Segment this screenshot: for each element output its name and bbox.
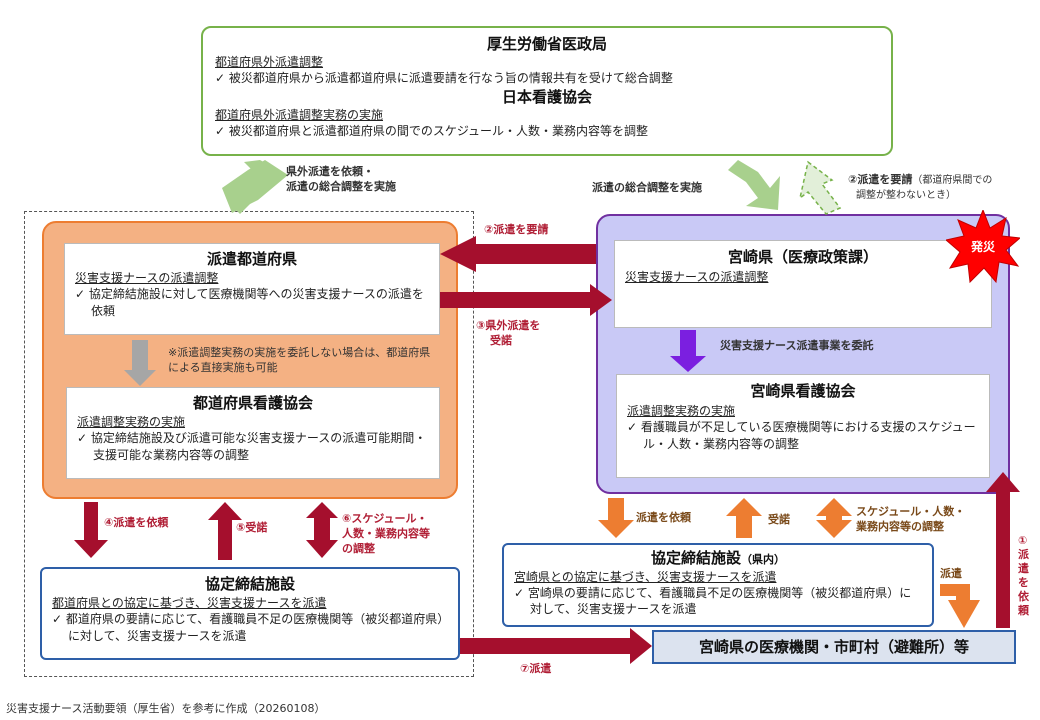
label-req1-f: 頼 bbox=[1018, 604, 1029, 617]
label-m-dispatch: 派遣 bbox=[940, 567, 962, 580]
miyazaki-nurse-box: 宮崎県看護協会 派遣調整実務の実施 看護職員が不足している医療機関等における支援… bbox=[616, 374, 990, 478]
label-m-sched-1: スケジュール・人数・ bbox=[856, 505, 966, 518]
arrow-m-request bbox=[598, 498, 634, 538]
arrow-commission bbox=[670, 330, 706, 372]
burst-label: 発災 bbox=[970, 240, 995, 254]
arrow-gray-down bbox=[124, 340, 156, 386]
arrow-dispatch-7 bbox=[460, 628, 652, 664]
label-request-left: ②派遣を要請 bbox=[484, 223, 549, 236]
facility-left-item: 都道府県の要請に応じて、看護職員不足の医療機関等（被災都道府県）に対して、災害支… bbox=[52, 611, 448, 645]
footer-source: 災害支援ナース活動要領（厚生省）を参考に作成（20260108） bbox=[6, 702, 326, 715]
pref-nurse-item: 協定締結施設及び派遣可能な災害支援ナースの派遣可能期間・支援可能な業務内容等の調… bbox=[77, 430, 429, 464]
label-req1-c: 遣 bbox=[1018, 562, 1029, 575]
delegation-note: ※派遣調整実務の実施を委託しない場合は、都道府県による直接実施も可能 bbox=[168, 346, 431, 374]
pref-nurse-title: 都道府県看護協会 bbox=[192, 394, 313, 412]
label-accept-3a: ③県外派遣を bbox=[476, 319, 541, 332]
miyazaki-nurse-item: 看護職員が不足している医療機関等における支援のスケジュール・人数・業務内容等の調… bbox=[627, 419, 979, 453]
arrow-request-mhlw bbox=[798, 160, 842, 215]
arrow-m-dispatch bbox=[940, 584, 980, 628]
label-m-sched-2: 業務内容等の調整 bbox=[856, 520, 944, 533]
arrow-accept-5 bbox=[208, 502, 242, 560]
label-sched6-a: ⑥スケジュール・ bbox=[342, 512, 428, 525]
jna-section: 都道府県外派遣調整実務の実施 bbox=[215, 108, 384, 122]
label-req1-b: 派 bbox=[1018, 548, 1029, 561]
label-m-request: 派遣を依頼 bbox=[636, 511, 691, 524]
jna-item: 被災都道府県と派遣都道府県の間でのスケジュール・人数・業務内容等を調整 bbox=[215, 123, 879, 140]
mhlw-jna-box: 厚生労働省医政局 都道府県外派遣調整 被災都道府県から派遣都道府県に派遣要請を行… bbox=[201, 26, 893, 156]
label-accept-3: ③県外派遣を 受諾 bbox=[476, 318, 540, 348]
label-schedule-6: ⑥スケジュール・ 人数・業務内容等 の調整 bbox=[342, 511, 430, 556]
facility-left-title: 協定締結施設 bbox=[204, 575, 295, 593]
arrow-schedule-6 bbox=[306, 502, 338, 558]
label-commission: 災害支援ナース派遣事業を委託 bbox=[720, 339, 874, 352]
arrow-request-1 bbox=[986, 472, 1020, 628]
dispatch-pref-box: 派遣都道府県 災害支援ナースの派遣調整 協定締結施設に対して医療機関等への災害支… bbox=[64, 243, 440, 335]
label-accept-5: ⑤受諾 bbox=[236, 521, 268, 534]
arrow-coordinate bbox=[728, 160, 780, 210]
mhlw-title: 厚生労働省医政局 bbox=[486, 35, 607, 53]
dispatch-pref-section: 災害支援ナースの派遣調整 bbox=[75, 271, 219, 285]
facility-right-suffix: （県内） bbox=[741, 553, 785, 566]
mhlw-section: 都道府県外派遣調整 bbox=[215, 55, 324, 69]
label-req1-a: ① bbox=[1018, 534, 1028, 547]
burst-shape bbox=[946, 210, 1020, 284]
arrow-m-accept bbox=[726, 498, 762, 538]
destination-label: 宮崎県の医療機関・市町村（避難所）等 bbox=[698, 638, 969, 656]
miyazaki-section: 災害支援ナースの派遣調整 bbox=[625, 270, 769, 284]
label-outside-request-1: 県外派遣を依頼・ bbox=[286, 165, 374, 178]
label-req2-note2: 調整が整わないとき） bbox=[856, 190, 956, 201]
label-sched6-c: の調整 bbox=[342, 542, 375, 555]
label-req1-d: を bbox=[1018, 576, 1029, 589]
miyazaki-nurse-title: 宮崎県看護協会 bbox=[750, 382, 856, 400]
arrow-request-left bbox=[440, 236, 596, 272]
label-dispatch-7: ⑦派遣 bbox=[520, 662, 552, 675]
facility-right-box: 協定締結施設（県内） 宮崎県との協定に基づき、災害支援ナースを派遣 宮崎県の要請… bbox=[502, 543, 934, 627]
label-outside-request: 県外派遣を依頼・ 派遣の総合調整を実施 bbox=[286, 164, 396, 194]
miyazaki-title: 宮崎県（医療政策課） bbox=[727, 248, 878, 266]
arrow-m-schedule bbox=[816, 498, 852, 538]
label-request-mhlw: ②派遣を要請（都道府県間での 調整が整わないとき） bbox=[848, 172, 992, 203]
label-coordinate: 派遣の総合調整を実施 bbox=[592, 181, 702, 194]
label-accept-3b: 受諾 bbox=[490, 334, 512, 347]
label-outside-request-2: 派遣の総合調整を実施 bbox=[286, 180, 396, 193]
arrow-green-left bbox=[222, 160, 288, 213]
label-request-1: ① 派 遣 を 依 頼 bbox=[1018, 534, 1032, 618]
facility-right-title-row: 協定締結施設（県内） bbox=[514, 548, 922, 570]
label-m-accept: 受諾 bbox=[768, 513, 790, 526]
facility-right-section: 宮崎県との協定に基づき、災害支援ナースを派遣 bbox=[514, 570, 777, 584]
pref-nurse-section: 派遣調整実務の実施 bbox=[77, 415, 186, 429]
arrow-accept-right bbox=[440, 284, 612, 316]
dispatch-pref-item: 協定締結施設に対して医療機関等への災害支援ナースの派遣を依頼 bbox=[75, 286, 429, 320]
mhlw-item: 被災都道府県から派遣都道府県に派遣要請を行なう旨の情報共有を受けて総合調整 bbox=[215, 70, 879, 87]
miyazaki-nurse-section: 派遣調整実務の実施 bbox=[627, 404, 736, 418]
label-req2-note: （都道府県間での bbox=[912, 175, 993, 186]
label-req2-main: ②派遣を要請 bbox=[848, 173, 913, 186]
arrow-request-4 bbox=[74, 502, 108, 558]
facility-right-item: 宮崎県の要請に応じて、看護職員不足の医療機関等（被災都道府県）に対して、災害支援… bbox=[514, 585, 922, 617]
label-m-schedule: スケジュール・人数・ 業務内容等の調整 bbox=[856, 504, 965, 534]
facility-left-section: 都道府県との協定に基づき、災害支援ナースを派遣 bbox=[52, 596, 327, 610]
label-sched6-b: 人数・業務内容等 bbox=[342, 527, 430, 540]
destination-box: 宮崎県の医療機関・市町村（避難所）等 bbox=[652, 630, 1016, 664]
dispatch-side-region bbox=[24, 211, 474, 677]
facility-right-title: 協定締結施設 bbox=[650, 549, 741, 567]
pref-nurse-box: 都道府県看護協会 派遣調整実務の実施 協定締結施設及び派遣可能な災害支援ナースの… bbox=[66, 387, 440, 479]
label-request-4: ④派遣を依頼 bbox=[104, 516, 169, 529]
jna-title: 日本看護協会 bbox=[501, 88, 592, 106]
label-req1-e: 依 bbox=[1018, 590, 1029, 603]
miyazaki-box: 宮崎県（医療政策課） 災害支援ナースの派遣調整 bbox=[614, 240, 992, 328]
facility-left-box: 協定締結施設 都道府県との協定に基づき、災害支援ナースを派遣 都道府県の要請に応… bbox=[40, 567, 460, 660]
dispatch-pref-title: 派遣都道府県 bbox=[206, 250, 297, 268]
